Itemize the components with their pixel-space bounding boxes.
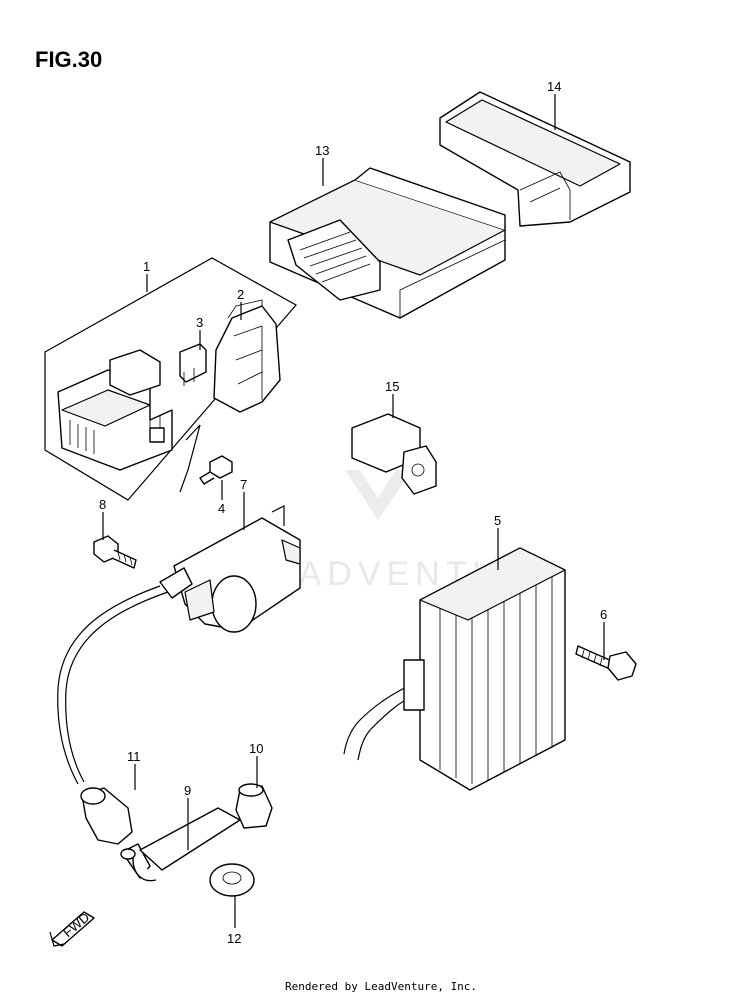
ht-lead-inner bbox=[57, 585, 161, 785]
relay-cap bbox=[109, 349, 161, 396]
bolt-4-head bbox=[209, 455, 233, 479]
relay-cover-tab bbox=[227, 299, 263, 319]
bolt-6-head bbox=[607, 651, 637, 681]
fwd-arrow-head bbox=[49, 931, 65, 947]
coil-terminal bbox=[271, 505, 285, 526]
bolt-8-shank bbox=[111, 549, 137, 569]
ht-lead-outer bbox=[65, 591, 169, 783]
callout-4: 4 bbox=[218, 501, 225, 516]
callout-labels: 1 2 3 4 5 6 7 8 9 10 11 12 13 14 15 bbox=[99, 79, 607, 946]
relay-cover-detail bbox=[233, 325, 263, 400]
callout-6: 6 bbox=[600, 607, 607, 622]
part-1-break-line bbox=[179, 424, 201, 493]
coil-bracket-left bbox=[184, 579, 215, 621]
regulator-plug bbox=[403, 659, 425, 711]
callout-3: 3 bbox=[196, 315, 203, 330]
part-13-ecm bbox=[269, 167, 506, 319]
callout-7: 7 bbox=[240, 477, 247, 492]
regulator-harness-2 bbox=[357, 691, 421, 761]
part-2-relay-cover bbox=[213, 299, 281, 413]
callout-15: 15 bbox=[385, 379, 399, 394]
callout-9: 9 bbox=[184, 783, 191, 798]
part-15-connector bbox=[351, 413, 437, 495]
ecm-edge bbox=[399, 239, 506, 318]
coil-bracket-right bbox=[281, 539, 301, 565]
ecm-rear-lip bbox=[354, 167, 506, 230]
sleeve-top bbox=[238, 783, 264, 797]
part-11-plug-cap bbox=[80, 787, 133, 845]
regulator-fins bbox=[439, 552, 553, 784]
part-1-relay-assembly bbox=[44, 257, 297, 501]
bolt-6-threads bbox=[581, 649, 603, 667]
callout-2: 2 bbox=[237, 287, 244, 302]
part-12-grommet bbox=[209, 863, 255, 897]
plug-cap-top bbox=[80, 787, 106, 805]
part-4-bolt bbox=[199, 455, 233, 485]
callout-12: 12 bbox=[227, 931, 241, 946]
fwd-arrow-shaft bbox=[51, 911, 95, 947]
part-1-group-outline bbox=[44, 257, 297, 501]
regulator-top bbox=[419, 547, 566, 621]
callout-14: 14 bbox=[547, 79, 561, 94]
figure-title: FIG.30 bbox=[35, 47, 102, 72]
relay-top-face bbox=[61, 389, 151, 427]
bolt-4-shank bbox=[199, 471, 215, 485]
part-7-ignition-coil bbox=[159, 505, 301, 633]
grommet-outer bbox=[209, 863, 255, 897]
ecm-connector-pins bbox=[299, 231, 371, 283]
part-8-bolt bbox=[93, 535, 137, 569]
coil-lead-boot bbox=[159, 567, 193, 599]
connector-15-plug bbox=[401, 445, 437, 495]
callout-1: 1 bbox=[143, 259, 150, 274]
fuse-blades bbox=[183, 368, 195, 386]
callout-5: 5 bbox=[494, 513, 501, 528]
sleeve-body bbox=[235, 785, 273, 829]
part-14-ecm-cover bbox=[439, 91, 631, 227]
tube-opening bbox=[120, 848, 136, 860]
part-5-regulator bbox=[343, 547, 566, 791]
relay-latch bbox=[149, 427, 165, 443]
grommet-hole bbox=[222, 871, 242, 885]
fwd-marker: FWD bbox=[49, 910, 95, 947]
relay-cover-body bbox=[213, 305, 281, 413]
tube-body bbox=[139, 807, 241, 871]
callout-8: 8 bbox=[99, 497, 106, 512]
footer-credit: Rendered by LeadVenture, Inc. bbox=[285, 980, 477, 993]
bolt-8-threads bbox=[117, 551, 133, 566]
ecm-cover-slot bbox=[519, 171, 571, 220]
watermark-logo bbox=[345, 470, 412, 520]
callout-13: 13 bbox=[315, 143, 329, 158]
ecm-cover-top bbox=[445, 99, 621, 187]
leader-lines bbox=[102, 94, 605, 928]
callout-11: 11 bbox=[127, 749, 141, 764]
coil-core bbox=[211, 575, 257, 633]
ecm-connector bbox=[287, 219, 381, 301]
connector-15-socket bbox=[411, 463, 425, 477]
relay-ribs bbox=[69, 416, 161, 454]
callout-10: 10 bbox=[249, 741, 263, 756]
part-10-sleeve bbox=[235, 783, 273, 829]
part-6-bolt bbox=[575, 645, 637, 681]
part-3-fuse bbox=[179, 343, 207, 386]
